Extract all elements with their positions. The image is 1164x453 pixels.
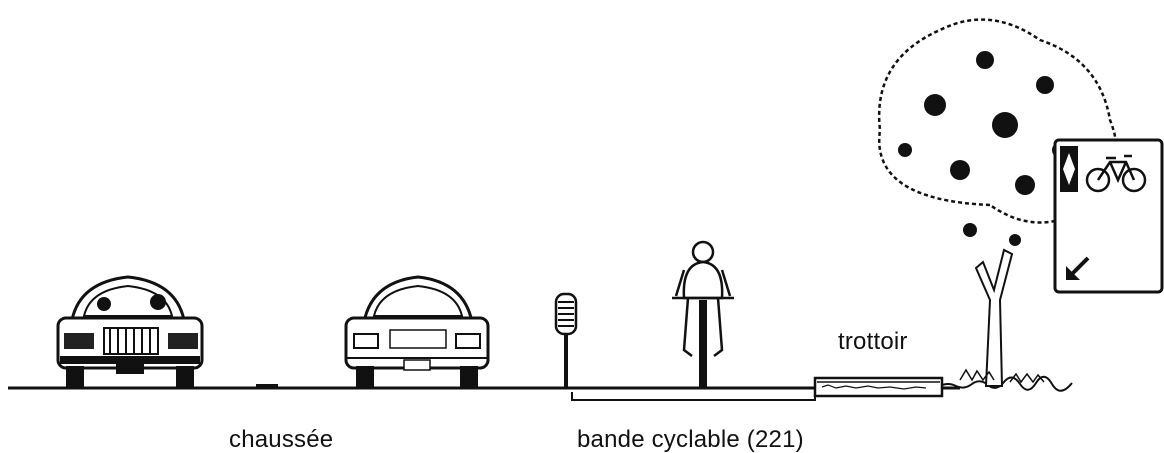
cyclist [672,240,734,388]
sidewalk-label: trottoir [838,328,908,355]
roadway-label: chaussée [229,426,334,453]
road-debris [256,384,278,388]
bike-lane-bracket [571,392,816,401]
bike-lane-label: bande cyclable (221) [577,426,804,453]
car-center [344,275,490,388]
bike-lane-sign [1053,138,1164,294]
arrow-down-left-icon [1066,256,1090,280]
bicycle-icon [1085,154,1147,193]
sidewalk-curb [813,376,944,398]
car-left [56,275,204,388]
parking-meter [554,292,578,388]
grass-line [939,375,1073,392]
